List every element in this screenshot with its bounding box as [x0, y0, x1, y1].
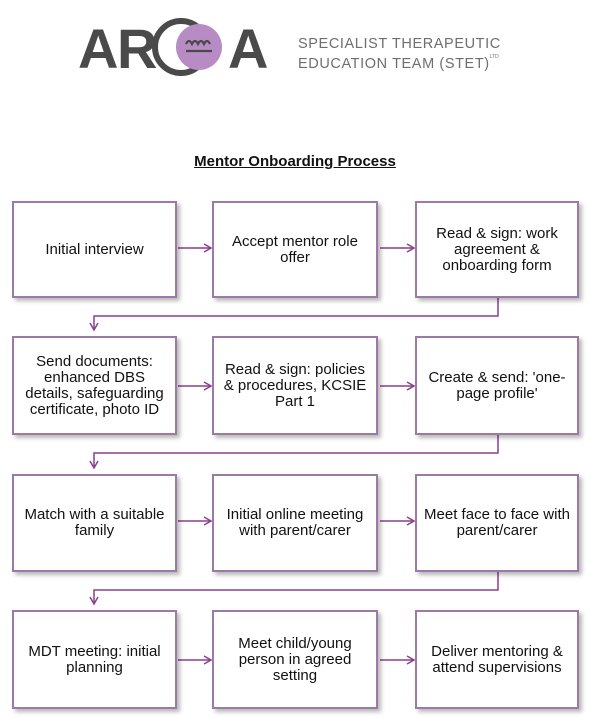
connector-wrap-row3-to-row4: [89, 572, 499, 606]
connector-wrap-row1-to-row2: [89, 298, 499, 332]
logo-wave-icon: [185, 39, 211, 47]
org-suffix: LTD: [489, 54, 499, 60]
aroma-logo: A R A: [78, 17, 268, 80]
step-online-meeting: Initial online meeting with parent/carer: [212, 474, 378, 572]
step-initial-interview: Initial interview: [12, 201, 177, 298]
page-title: Mentor Onboarding Process: [194, 153, 396, 170]
step-policies: Read & sign: policies & procedures, KCSI…: [212, 336, 378, 435]
logo-letter-r: R: [117, 17, 157, 80]
step-accept-offer: Accept mentor role offer: [212, 201, 378, 298]
logo-letter-final-a: A: [228, 17, 268, 80]
logo-letter-a: A: [78, 17, 118, 80]
org-name-line-2: EDUCATION TEAM (STET)LTD: [298, 54, 499, 72]
step-meet-child: Meet child/young person in agreed settin…: [212, 610, 378, 709]
step-work-agreement: Read & sign: work agreement & onboarding…: [415, 201, 579, 298]
logo-m-ring-icon: [176, 24, 222, 70]
step-deliver-mentoring: Deliver mentoring & attend supervisions: [415, 610, 579, 709]
step-face-to-face: Meet face to face with parent/carer: [415, 474, 579, 572]
step-one-page-profile: Create & send: 'one-page profile': [415, 336, 579, 435]
step-send-documents: Send documents: enhanced DBS details, sa…: [12, 336, 177, 435]
step-match-family: Match with a suitable family: [12, 474, 177, 572]
step-mdt-meeting: MDT meeting: initial planning: [12, 610, 177, 709]
org-name-line-2-text: EDUCATION TEAM (STET): [298, 56, 490, 72]
connector-wrap-row2-to-row3: [89, 435, 499, 470]
org-name-line-1: SPECIALIST THERAPEUTIC: [298, 36, 501, 52]
